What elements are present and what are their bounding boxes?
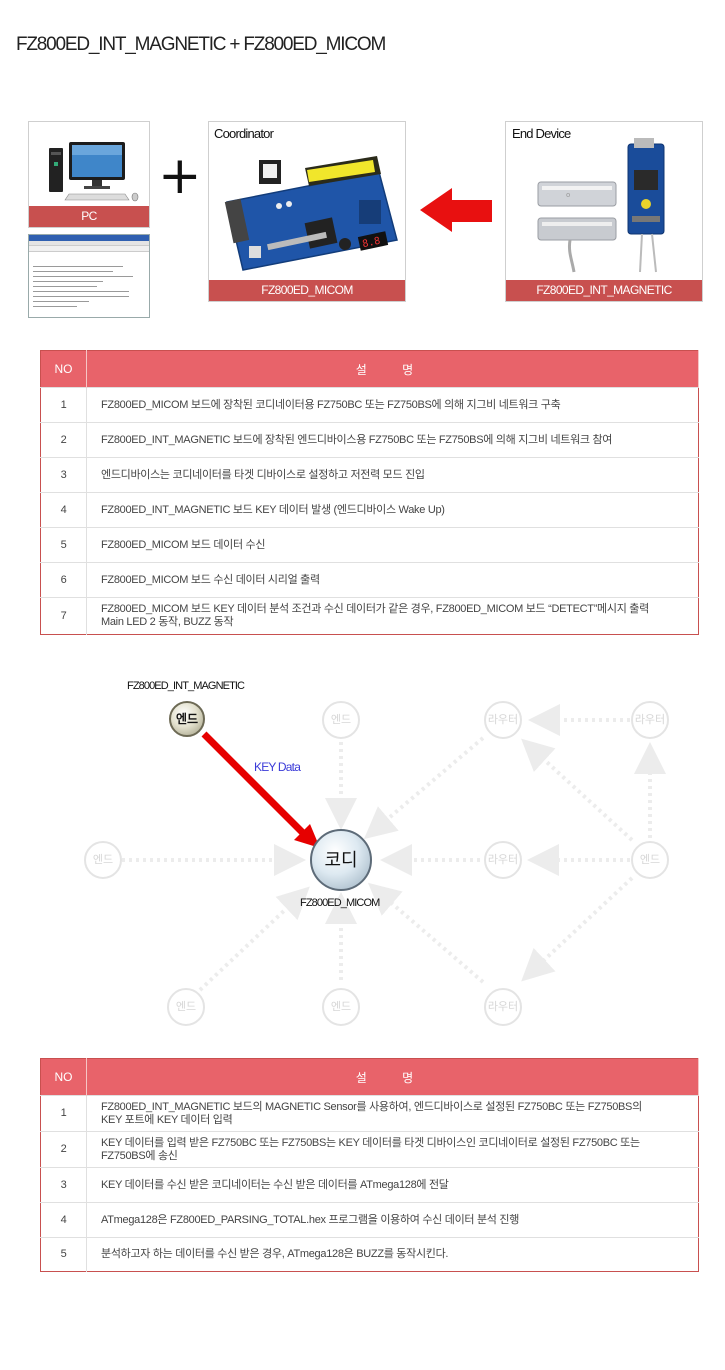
table-header: NO 설 명 <box>40 350 699 388</box>
ghost-end-node: 엔드 <box>322 988 360 1026</box>
table-row: 1 FZ800ED_MICOM 보드에 장착된 코디네이터용 FZ750BC 또… <box>40 387 699 423</box>
ghost-router-node: 라우터 <box>484 988 522 1026</box>
row-no: 6 <box>40 562 87 598</box>
terminal-screenshot <box>28 234 150 318</box>
row-text-line-2: KEY 포트에 KEY 데이터 입력 <box>101 1113 233 1126</box>
row-no: 1 <box>40 1095 87 1132</box>
coordinator-node: 코디 <box>310 829 372 891</box>
ghost-end-node: 엔드 <box>322 701 360 739</box>
row-text: FZ800ED_MICOM 보드 데이터 수신 <box>86 527 699 563</box>
row-text-line-2: FZ750BS에 송신 <box>101 1149 178 1162</box>
steps-table-1: NO 설 명 1 FZ800ED_MICOM 보드에 장착된 코디네이터용 FZ… <box>40 350 699 635</box>
row-text: ATmega128은 FZ800ED_PARSING_TOTAL.hex 프로그… <box>86 1202 699 1238</box>
row-text: FZ800ED_MICOM 보드 KEY 데이터 분석 조건과 수신 데이터가 … <box>86 597 699 635</box>
key-data-arrowhead <box>294 824 320 848</box>
desc-header: 설 명 <box>86 1058 699 1096</box>
pc-icon <box>49 142 139 202</box>
row-text: KEY 데이터를 수신 받은 코디네이터는 수신 받은 데이터를 ATmega1… <box>86 1167 699 1203</box>
row-text: FZ800ED_INT_MAGNETIC 보드의 MAGNETIC Sensor… <box>86 1095 699 1132</box>
row-no: 7 <box>40 597 87 635</box>
plus-icon: + <box>158 146 202 206</box>
ghost-end-node: 엔드 <box>631 841 669 879</box>
row-text: KEY 데이터를 입력 받은 FZ750BC 또는 FZ750BS는 KEY 데… <box>86 1131 699 1168</box>
row-text-line-2: Main LED 2 동작, BUZZ 동작 <box>101 616 234 628</box>
page-title: FZ800ED_INT_MAGNETIC + FZ800ED_MICOM <box>16 34 386 55</box>
no-header: NO <box>40 350 87 388</box>
ghost-router-node: 라우터 <box>484 701 522 739</box>
pc-caption: PC <box>29 206 149 227</box>
row-text: 엔드디바이스는 코디네이터를 타겟 디바이스로 설정하고 저전력 모드 진입 <box>86 457 699 493</box>
ghost-router-node: 라우터 <box>484 841 522 879</box>
svg-text:8.8: 8.8 <box>361 236 381 251</box>
row-no: 1 <box>40 387 87 423</box>
table-row: 4 ATmega128은 FZ800ED_PARSING_TOTAL.hex 프… <box>40 1202 699 1238</box>
row-no: 4 <box>40 1202 87 1238</box>
row-text-line-1: FZ800ED_MICOM 보드 KEY 데이터 분석 조건과 수신 데이터가 … <box>101 603 649 615</box>
micom-board-image: 8.8 <box>224 156 398 271</box>
row-text: FZ800ED_MICOM 보드 수신 데이터 시리얼 출력 <box>86 562 699 598</box>
key-data-label: KEY Data <box>254 760 301 774</box>
row-no: 5 <box>40 527 87 563</box>
row-no: 4 <box>40 492 87 528</box>
no-header: NO <box>40 1058 87 1096</box>
key-data-arrow <box>201 731 307 837</box>
end-device-caption: FZ800ED_INT_MAGNETIC <box>506 280 702 301</box>
ghost-end-node: 엔드 <box>167 988 205 1026</box>
arrow-left-icon <box>420 188 492 232</box>
table-header: NO 설 명 <box>40 1058 699 1096</box>
row-text: 분석하고자 하는 데이터를 수신 받은 경우, ATmega128은 BUZZ를… <box>86 1237 699 1272</box>
table-row: 5 FZ800ED_MICOM 보드 데이터 수신 <box>40 527 699 563</box>
network-diagram: FZ800ED_INT_MAGNETIC 엔드 KEY Data 코디 FZ80… <box>0 670 725 1040</box>
table-row: 6 FZ800ED_MICOM 보드 수신 데이터 시리얼 출력 <box>40 562 699 598</box>
row-text-line-1: KEY 데이터를 입력 받은 FZ750BC 또는 FZ750BS는 KEY 데… <box>101 1136 640 1149</box>
coordinator-label: Coordinator <box>214 126 274 141</box>
end-device-box: End Device o FZ800ED_INT_MAGNETIC <box>505 121 703 302</box>
svg-text:o: o <box>566 191 570 199</box>
row-no: 3 <box>40 457 87 493</box>
table-row: 1 FZ800ED_INT_MAGNETIC 보드의 MAGNETIC Sens… <box>40 1095 699 1132</box>
ghost-router-node: 라우터 <box>631 701 669 739</box>
coordinator-box: Coordinator 8.8 FZ800ED_MICOM <box>208 121 406 302</box>
row-text: FZ800ED_MICOM 보드에 장착된 코디네이터용 FZ750BC 또는 … <box>86 387 699 423</box>
row-no: 2 <box>40 422 87 458</box>
desc-header: 설 명 <box>86 350 699 388</box>
coordinator-caption: FZ800ED_MICOM <box>209 280 405 301</box>
row-text: FZ800ED_INT_MAGNETIC 보드 KEY 데이터 발생 (엔드디바… <box>86 492 699 528</box>
table-row: 7 FZ800ED_MICOM 보드 KEY 데이터 분석 조건과 수신 데이터… <box>40 597 699 635</box>
table-row: 3 엔드디바이스는 코디네이터를 타겟 디바이스로 설정하고 저전력 모드 진입 <box>40 457 699 493</box>
row-no: 5 <box>40 1237 87 1272</box>
table-row: 2 FZ800ED_INT_MAGNETIC 보드에 장착된 엔드디바이스용 F… <box>40 422 699 458</box>
steps-table-2: NO 설 명 1 FZ800ED_INT_MAGNETIC 보드의 MAGNET… <box>40 1058 699 1272</box>
network-links <box>122 704 666 992</box>
table-row: 4 FZ800ED_INT_MAGNETIC 보드 KEY 데이터 발생 (엔드… <box>40 492 699 528</box>
coordinator-title: FZ800ED_MICOM <box>300 897 380 909</box>
row-no: 2 <box>40 1131 87 1168</box>
table-row: 5 분석하고자 하는 데이터를 수신 받은 경우, ATmega128은 BUZ… <box>40 1237 699 1272</box>
magnetic-sensor-image: o <box>537 138 665 273</box>
table-row: 3 KEY 데이터를 수신 받은 코디네이터는 수신 받은 데이터를 ATmeg… <box>40 1167 699 1203</box>
row-text: FZ800ED_INT_MAGNETIC 보드에 장착된 엔드디바이스용 FZ7… <box>86 422 699 458</box>
end-device-label: End Device <box>512 126 571 141</box>
table-row: 2 KEY 데이터를 입력 받은 FZ750BC 또는 FZ750BS는 KEY… <box>40 1131 699 1168</box>
pc-box: PC <box>28 121 150 228</box>
row-no: 3 <box>40 1167 87 1203</box>
row-text-line-1: FZ800ED_INT_MAGNETIC 보드의 MAGNETIC Sensor… <box>101 1100 642 1113</box>
end-device-node: 엔드 <box>169 701 205 737</box>
ghost-end-node: 엔드 <box>84 841 122 879</box>
end-device-title: FZ800ED_INT_MAGNETIC <box>127 680 245 692</box>
